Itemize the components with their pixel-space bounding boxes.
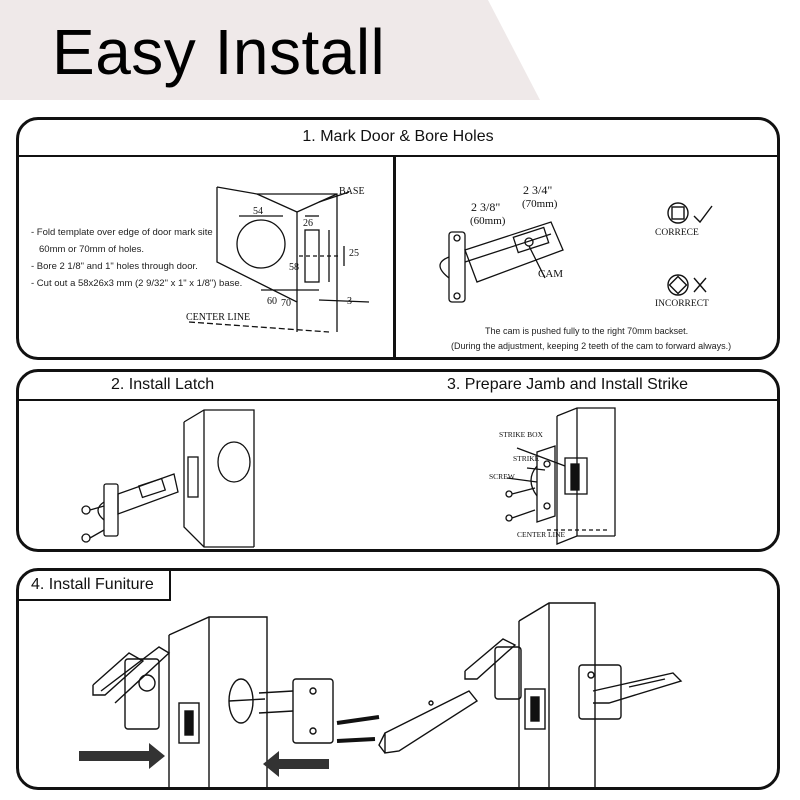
step2-3-header: 2. Install Latch 3. Prepare Jamb and Ins…: [19, 372, 777, 401]
dim-3: 3: [347, 296, 352, 307]
screw-label: SCREW: [489, 472, 515, 481]
instruction-line: - Fold template over edge of door mark s…: [31, 227, 213, 238]
step4-header: 4. Install Funiture: [19, 571, 171, 601]
strike-diagram: [505, 407, 616, 545]
latch-install-diagram: [81, 409, 255, 548]
instruction-line: - Cut out a 58x26x3 mm (2 9/32" x 1" x 1…: [31, 278, 243, 289]
instruction-line: 60mm or 70mm of holes.: [39, 244, 145, 255]
backset-70-mm: (70mm): [522, 198, 558, 210]
dim-60: 60: [267, 296, 277, 307]
backset-60-mm: (60mm): [470, 215, 506, 227]
instruction-line: - Bore 2 1/8" and 1" holes through door.: [31, 261, 198, 272]
step4-title: 4. Install Funiture: [31, 576, 154, 593]
dim-54: 54: [253, 206, 263, 217]
dim-70: 70: [281, 298, 291, 309]
backset-70-frac: 2 3/4": [523, 183, 553, 197]
dim-58: 58: [289, 262, 299, 273]
panel-step1: 1. Mark Door & Bore Holes - Fold templat…: [16, 117, 780, 360]
page-title: Easy Install: [52, 16, 386, 88]
center-line-label: CENTER LINE: [186, 312, 251, 323]
cam-label: CAM: [538, 268, 564, 280]
dim-26: 26: [303, 218, 313, 229]
strike-center-line-label: CENTER LINE: [517, 530, 566, 539]
step2-title: 2. Install Latch: [111, 376, 215, 393]
base-label: BASE: [339, 186, 365, 197]
backset-60-frac: 2 3/8": [471, 200, 501, 214]
panel-step4: 4. Install Funiture: [16, 568, 780, 790]
strike-box-label: STRIKE BOX: [499, 430, 543, 439]
banner-shape: [0, 0, 540, 100]
latch-diagram: [439, 221, 564, 303]
door-bore-diagram: [188, 186, 370, 333]
step1-header: 1. Mark Door & Bore Holes: [19, 120, 777, 157]
step1-title: 1. Mark Door & Bore Holes: [302, 128, 494, 145]
cam-note-detail: (During the adjustment, keeping 2 teeth …: [451, 341, 732, 351]
correct-icon: [667, 202, 713, 224]
panel-step2-3: 2. Install Latch 3. Prepare Jamb and Ins…: [16, 369, 780, 552]
header-banner: Easy Install: [0, 0, 800, 100]
step3-title: 3. Prepare Jamb and Install Strike: [447, 376, 689, 393]
assembled-lever-diagram: [464, 602, 683, 787]
furniture-install-diagram: [79, 616, 479, 787]
incorrect-label: INCORRECT: [655, 299, 709, 309]
strike-label: STRIKE: [513, 454, 540, 463]
correct-label: CORRECE: [655, 228, 699, 238]
cam-note: The cam is pushed fully to the right 70m…: [485, 326, 689, 336]
dim-25: 25: [349, 248, 359, 259]
incorrect-icon: [667, 274, 707, 296]
step1-divider: [393, 156, 396, 357]
